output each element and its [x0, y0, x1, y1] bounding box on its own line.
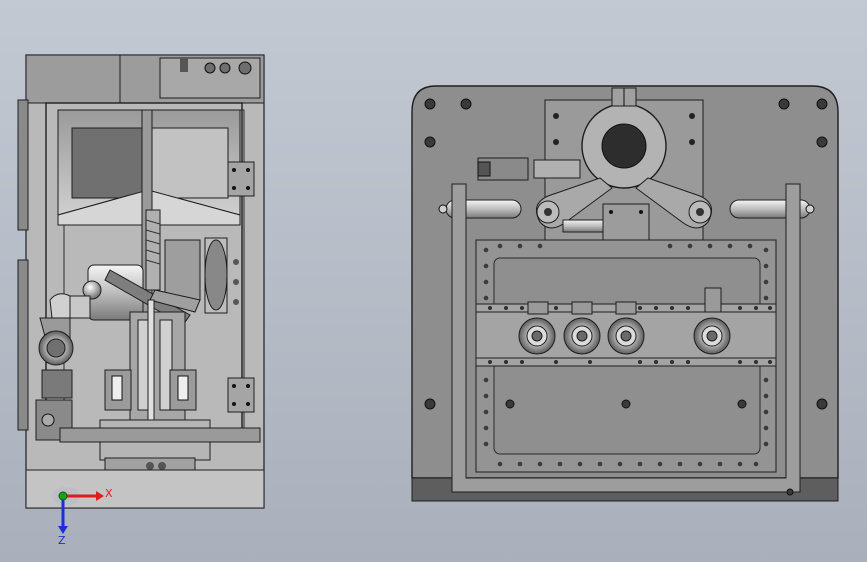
front-view-assembly[interactable]	[411, 85, 839, 502]
x-axis-label: X	[105, 487, 113, 500]
side-view-assembly[interactable]	[17, 54, 265, 509]
z-axis-label: Z	[58, 534, 66, 547]
orientation-triad	[52, 487, 104, 534]
